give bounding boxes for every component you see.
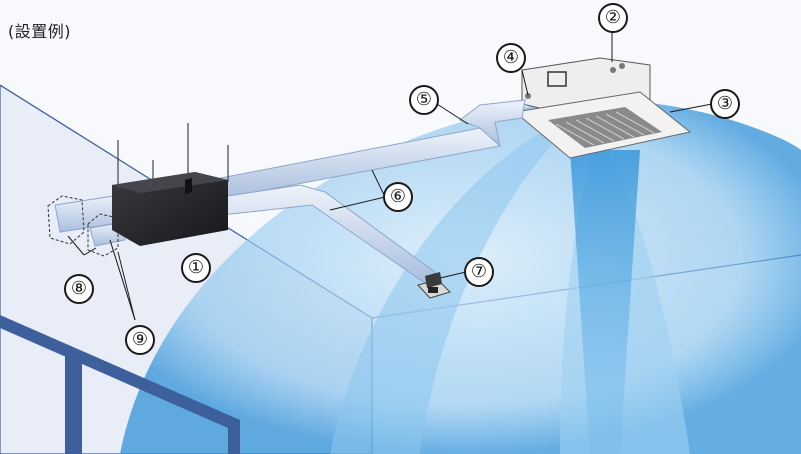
callout-3: ③ (710, 89, 740, 119)
callout-7: ⑦ (464, 257, 494, 287)
air-grille (548, 107, 662, 148)
callout-4: ④ (496, 43, 526, 73)
callout-8: ⑧ (64, 274, 94, 304)
hood-8 (47, 195, 85, 245)
airflow-beam (570, 150, 640, 454)
duct-elbow (458, 99, 526, 148)
callout-9: ⑨ (125, 325, 155, 355)
callout-1: ① (181, 253, 211, 283)
ventilation-unit (112, 123, 229, 246)
window-frame (0, 315, 240, 454)
hood-9 (87, 213, 119, 257)
cassette-indoor-unit (513, 57, 692, 159)
callout-5: ⑤ (409, 85, 439, 115)
airflow-band-1 (330, 110, 590, 454)
page-title: (設置例) (8, 22, 71, 41)
callout-2: ② (598, 3, 628, 33)
leader-lines (67, 30, 713, 321)
callout-6: ⑥ (383, 182, 413, 212)
exhaust-grille (417, 272, 451, 299)
